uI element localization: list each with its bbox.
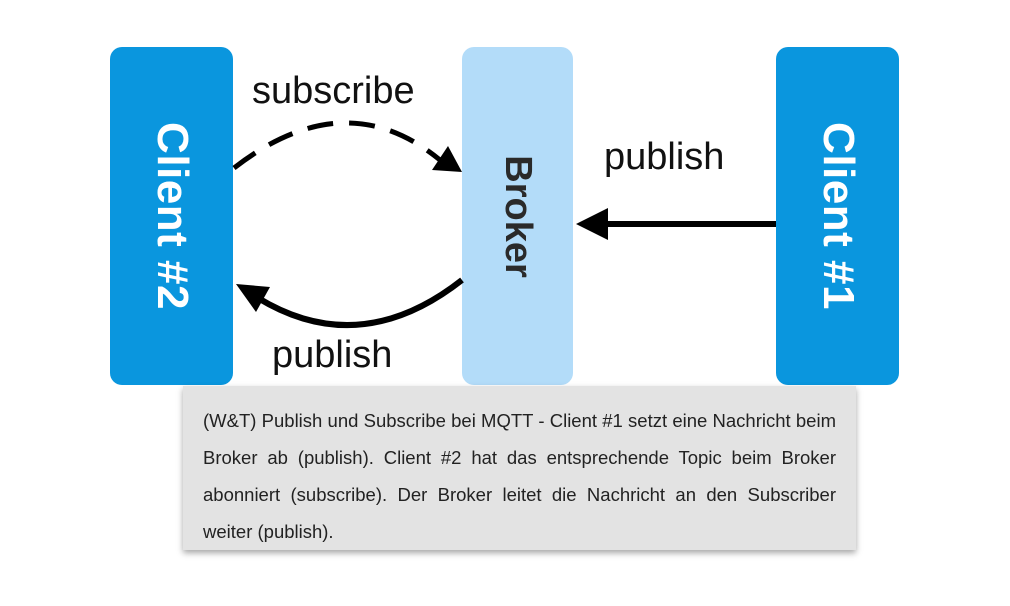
- client-1-box: Client #1: [776, 47, 899, 385]
- subscribe-label: subscribe: [252, 70, 415, 112]
- publish-to-client-2-label: publish: [272, 334, 393, 376]
- caption-text: (W&T) Publish und Subscribe bei MQTT - C…: [203, 410, 836, 542]
- broker-box: Broker: [462, 47, 573, 385]
- publish-to-broker-label: publish: [604, 136, 725, 178]
- client-2-box: Client #2: [110, 47, 233, 385]
- subscribe-arrowhead: [432, 146, 462, 172]
- publish-to-client-2-arrow: [256, 277, 464, 329]
- publish-to-broker-arrowhead: [576, 208, 608, 240]
- subscribe-arrow: [232, 120, 442, 170]
- caption-box: (W&T) Publish und Subscribe bei MQTT - C…: [183, 386, 856, 550]
- publish-to-client-2-arrowhead: [236, 284, 270, 312]
